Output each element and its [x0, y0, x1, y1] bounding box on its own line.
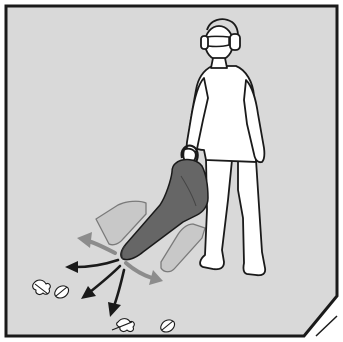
- illustration-canvas: [0, 0, 343, 342]
- leaf-blower-safety-illustration: [0, 0, 343, 342]
